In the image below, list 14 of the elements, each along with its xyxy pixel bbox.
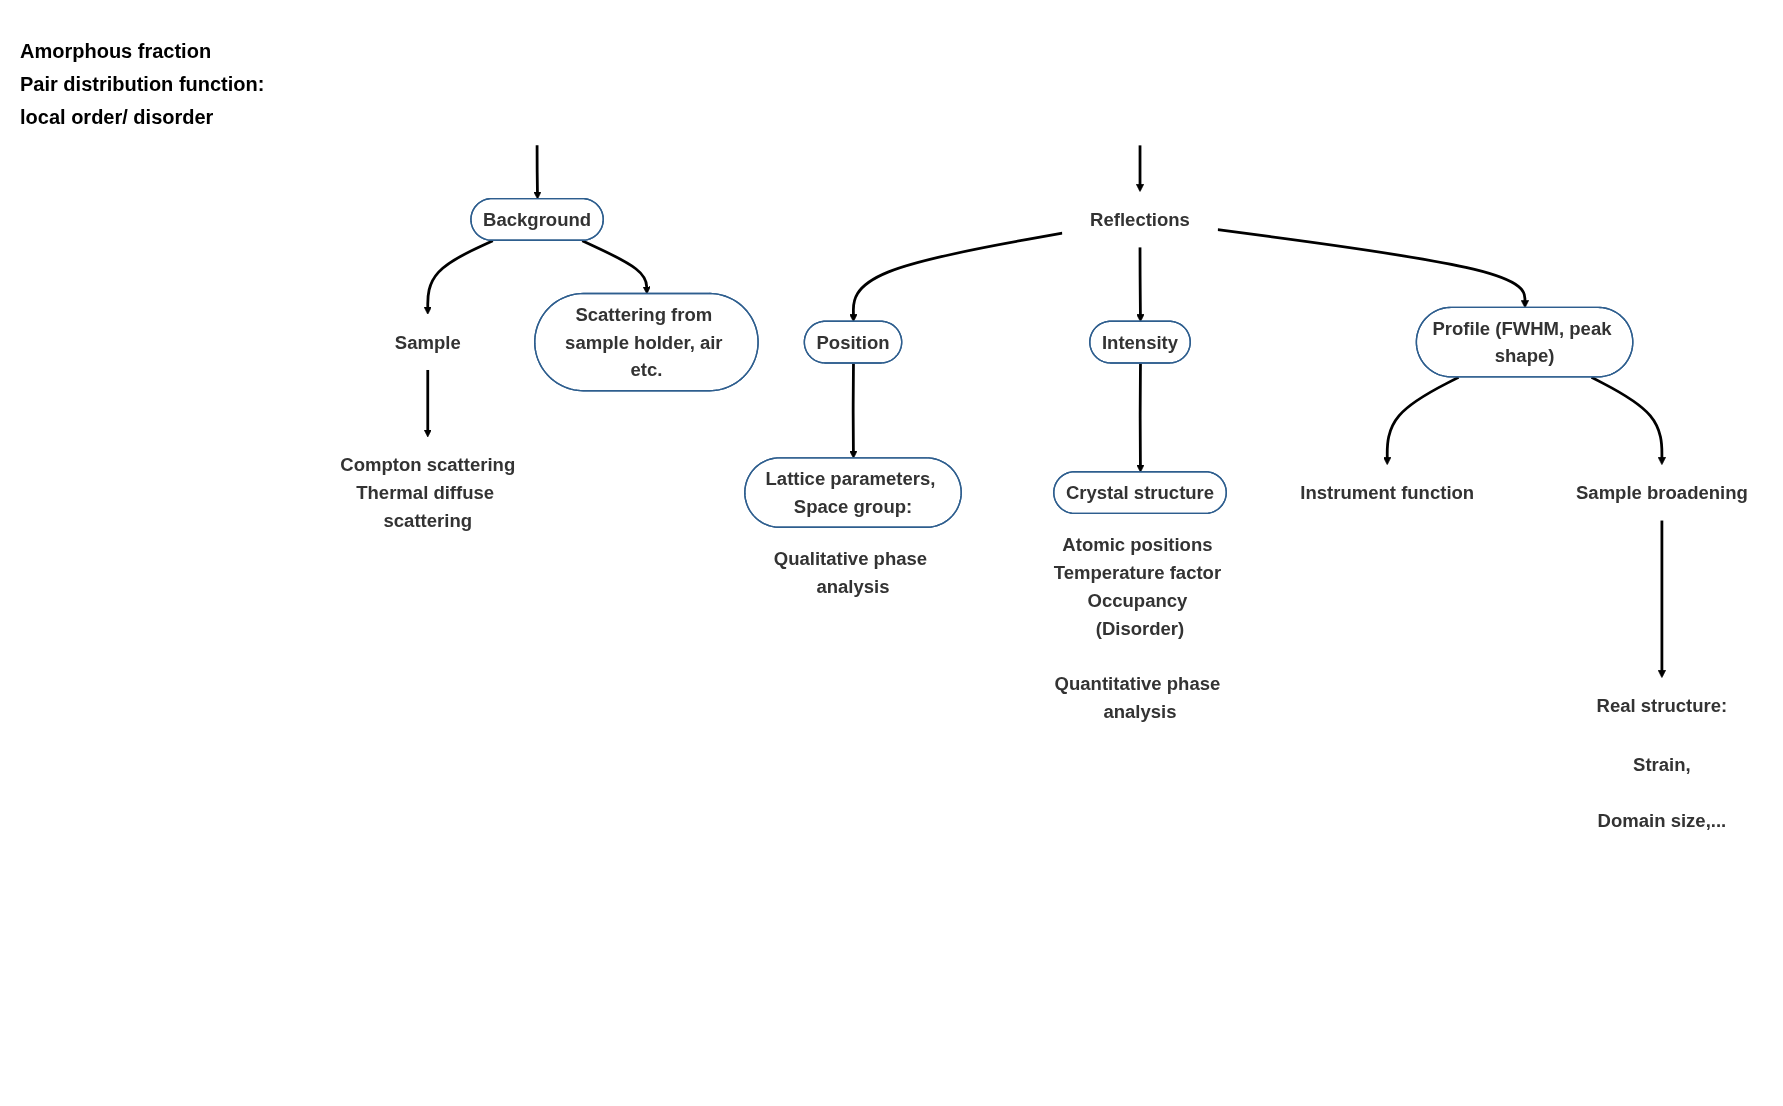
node-text: Compton scattering Thermal diffuse scattering [340, 454, 516, 531]
node-text: Sample [394, 331, 461, 353]
node-text: Reflections [1090, 209, 1190, 230]
note-text: Amorphous fraction [20, 40, 213, 63]
node-label: Strain, [1633, 754, 1691, 775]
node-text: Sample broadening [1575, 482, 1748, 503]
node-label: Qualitative phase analysis [773, 548, 928, 597]
note-text: local order/ disorder [20, 106, 215, 129]
node-label: Quantitative phase analysis [1054, 673, 1221, 722]
node-label: Atomic positions Temperature factor Occupancy (Disorder) [1053, 534, 1222, 639]
node-text: Real structure: [1596, 695, 1728, 716]
node-text: Instrument function [1300, 482, 1475, 503]
note-text: Pair distribution function: [20, 73, 266, 96]
node-label: Domain size,... [1597, 809, 1727, 831]
